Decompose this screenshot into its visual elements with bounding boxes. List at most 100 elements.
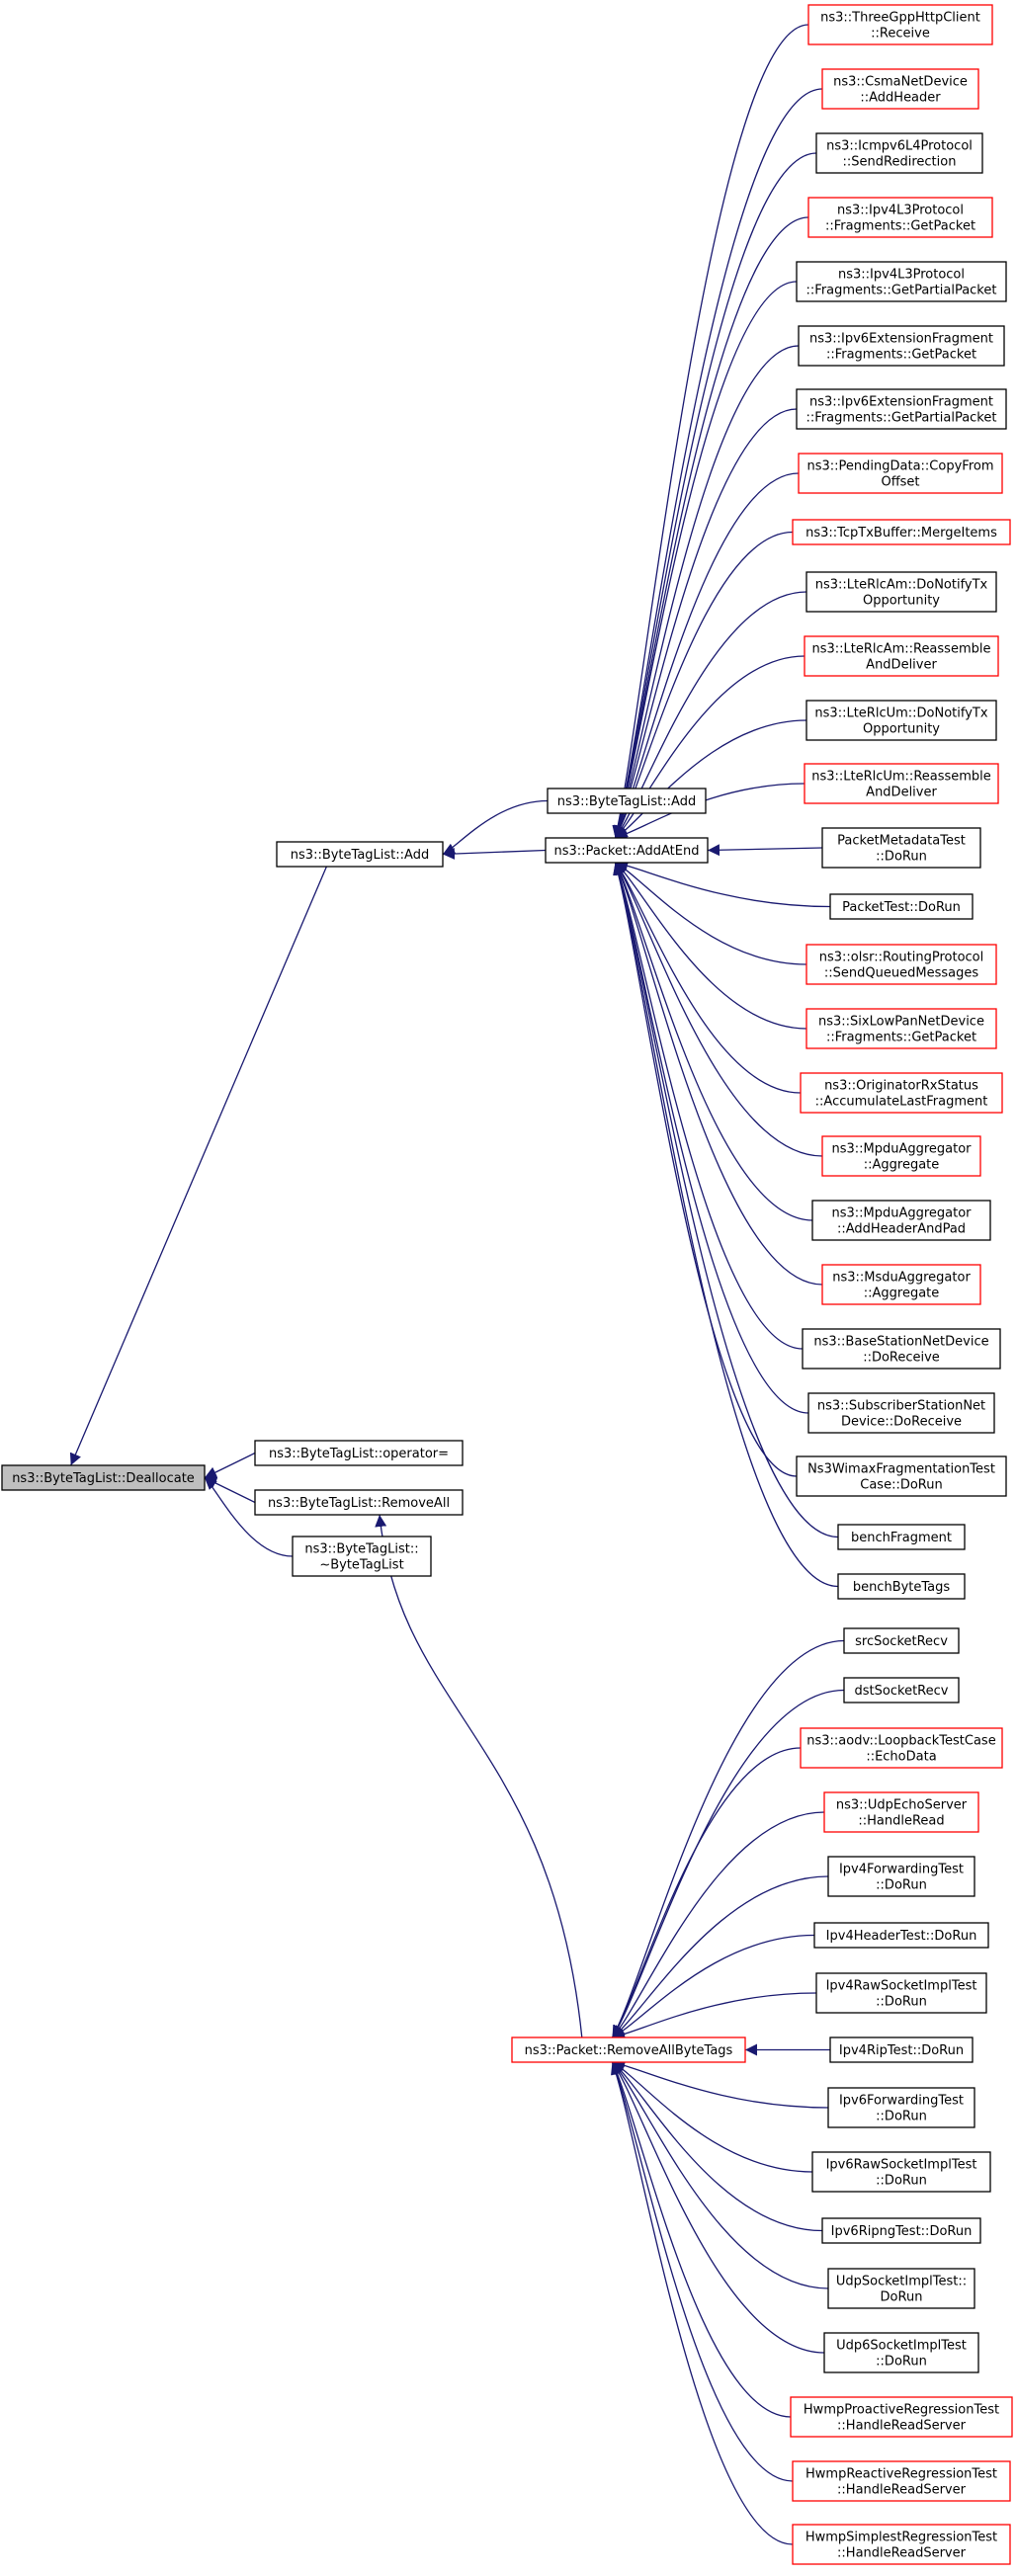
- node-b9[interactable]: Ipv6ForwardingTest::DoRun: [827, 2087, 975, 2128]
- node-a6[interactable]: ns3::Ipv6ExtensionFragment::Fragments::G…: [798, 325, 1005, 367]
- node-b2[interactable]: dstSocketRecv: [843, 1677, 960, 1703]
- edge-b12-to-pktRem: [612, 2061, 829, 2289]
- edge-a19-to-pktAdd: [614, 862, 823, 1157]
- node-label: ns3::Ipv4L3Protocol: [838, 268, 965, 283]
- edge-a6-to-pktAdd: [614, 345, 800, 839]
- node-a2[interactable]: ns3::CsmaNetDevice::AddHeader: [821, 68, 979, 110]
- node-a4[interactable]: ns3::Ipv4L3Protocol::Fragments::GetPacke…: [807, 197, 993, 238]
- node-a5[interactable]: ns3::Ipv4L3Protocol::Fragments::GetParti…: [796, 261, 1007, 302]
- node-pktAdd[interactable]: ns3::Packet::AddAtEnd: [545, 837, 709, 864]
- node-label: Ns3WimaxFragmentationTest: [807, 1462, 995, 1477]
- node-b7[interactable]: Ipv4RawSocketImplTest::DoRun: [815, 1972, 987, 2014]
- node-box: [798, 325, 1005, 367]
- edge: [612, 2061, 813, 2173]
- node-label: Ipv6ForwardingTest: [839, 2094, 964, 2109]
- node-a7[interactable]: ns3::Ipv6ExtensionFragment::Fragments::G…: [796, 388, 1007, 430]
- edge: [612, 1934, 815, 2038]
- node-box: [547, 788, 707, 814]
- node-box: [796, 261, 1007, 302]
- node-a23[interactable]: ns3::SubscriberStationNetDevice::DoRecei…: [807, 1392, 995, 1434]
- node-b8[interactable]: Ipv4RipTest::DoRun: [829, 2036, 974, 2063]
- node-box: [843, 1677, 960, 1703]
- node-a3[interactable]: ns3::Icmpv6L4Protocol::SendRedirection: [815, 132, 983, 174]
- node-box: [792, 2460, 1011, 2502]
- edge: [612, 1811, 825, 2038]
- node-b10[interactable]: Ipv6RawSocketImplTest::DoRun: [811, 2151, 991, 2193]
- edge: [615, 591, 807, 839]
- edge: [611, 1639, 845, 2038]
- node-dealloc[interactable]: ns3::ByteTagList::Deallocate: [1, 1464, 206, 1491]
- edge-a26-to-pktAdd: [613, 862, 839, 1588]
- node-label: Opportunity: [863, 594, 940, 609]
- node-a20[interactable]: ns3::MpduAggregator::AddHeaderAndPad: [811, 1200, 991, 1241]
- node-a25[interactable]: benchFragment: [837, 1524, 966, 1550]
- node-btlDtor[interactable]: ns3::ByteTagList::~ByteTagList: [292, 1536, 432, 1577]
- node-box: [805, 571, 997, 613]
- node-a26[interactable]: benchByteTags: [837, 1573, 966, 1600]
- edge-a2-to-pktAdd: [612, 88, 823, 839]
- node-a18[interactable]: ns3::OriginatorRxStatus::AccumulateLastF…: [800, 1072, 1003, 1114]
- node-a19[interactable]: ns3::MpduAggregator::Aggregate: [821, 1135, 981, 1177]
- node-box: [545, 837, 709, 864]
- node-a21[interactable]: ns3::MsduAggregator::Aggregate: [821, 1264, 981, 1305]
- node-a22[interactable]: ns3::BaseStationNetDevice::DoReceive: [802, 1328, 1001, 1370]
- node-box: [807, 4, 993, 45]
- edge: [442, 799, 549, 856]
- node-btlOp[interactable]: ns3::ByteTagList::operator=: [254, 1440, 464, 1466]
- node-b6[interactable]: Ipv4HeaderTest::DoRun: [813, 1922, 989, 1949]
- node-label: srcSocketRecv: [855, 1634, 948, 1649]
- edge: [613, 862, 798, 1477]
- node-label: ns3::PendingData::CopyFrom: [807, 459, 994, 474]
- edge: [614, 862, 823, 1286]
- edge: [612, 2061, 823, 2232]
- node-b4[interactable]: ns3::UdpEchoServer::HandleRead: [823, 1791, 979, 1833]
- edge-a24-to-pktAdd: [613, 862, 798, 1477]
- node-pktRem[interactable]: ns3::Packet::RemoveAllByteTags: [511, 2036, 746, 2063]
- node-label: dstSocketRecv: [855, 1684, 949, 1699]
- node-label: ns3::BaseStationNetDevice: [813, 1335, 988, 1350]
- node-label: ns3::ByteTagList::Add: [557, 794, 696, 809]
- node-b11[interactable]: Ipv6RipngTest::DoRun: [821, 2217, 981, 2244]
- node-label: ns3::MsduAggregator: [832, 1271, 971, 1286]
- node-btlRem[interactable]: ns3::ByteTagList::RemoveAll: [254, 1489, 464, 1516]
- node-a17[interactable]: ns3::SixLowPanNetDevice::Fragments::GetP…: [805, 1008, 997, 1049]
- node-box: [811, 1200, 991, 1241]
- node-box: [843, 1627, 960, 1654]
- node-a9[interactable]: ns3::TcpTxBuffer::MergeItems: [792, 519, 1011, 545]
- node-label: ::Aggregate: [864, 1158, 940, 1173]
- node-btlAdd1[interactable]: ns3::ByteTagList::Add: [276, 841, 444, 868]
- node-box: [800, 1727, 1003, 1769]
- node-box: [823, 2332, 979, 2373]
- node-b14[interactable]: HwmpProactiveRegressionTest::HandleReadS…: [790, 2396, 1013, 2438]
- node-label: benchByteTags: [853, 1580, 951, 1595]
- node-label: ns3::MpduAggregator: [831, 1206, 972, 1221]
- edge-b5-to-pktRem: [612, 1875, 829, 2038]
- node-b13[interactable]: Udp6SocketImplTest::DoRun: [823, 2332, 979, 2373]
- node-b1[interactable]: srcSocketRecv: [843, 1627, 960, 1654]
- edge: [612, 1992, 817, 2041]
- node-b16[interactable]: HwmpSimplestRegressionTest::HandleReadSe…: [792, 2524, 1011, 2565]
- edge-a22-to-pktAdd: [614, 862, 804, 1350]
- node-a14[interactable]: PacketMetadataTest::DoRun: [821, 827, 981, 869]
- node-label: ::SendQueuedMessages: [824, 966, 978, 981]
- node-b12[interactable]: UdpSocketImplTest::DoRun: [827, 2268, 975, 2309]
- edge-a7-to-pktAdd: [614, 408, 798, 839]
- node-b3[interactable]: ns3::aodv::LoopbackTestCase::EchoData: [800, 1727, 1003, 1769]
- node-label: Ipv6RawSocketImplTest: [826, 2158, 977, 2173]
- edge-a14-to-pktAdd: [707, 844, 823, 857]
- node-label: ::Aggregate: [864, 1287, 940, 1301]
- node-b15[interactable]: HwmpReactiveRegressionTest::HandleReadSe…: [792, 2460, 1011, 2502]
- node-b5[interactable]: Ipv4ForwardingTest::DoRun: [827, 1856, 975, 1897]
- node-a16[interactable]: ns3::olsr::RoutingProtocol::SendQueuedMe…: [805, 944, 997, 985]
- node-box: [805, 944, 997, 985]
- node-btlAdd2[interactable]: ns3::ByteTagList::Add: [547, 788, 707, 814]
- edge-a23-to-pktAdd: [613, 862, 809, 1414]
- node-a15[interactable]: PacketTest::DoRun: [829, 893, 974, 920]
- node-a1[interactable]: ns3::ThreeGppHttpClient::Receive: [807, 4, 993, 45]
